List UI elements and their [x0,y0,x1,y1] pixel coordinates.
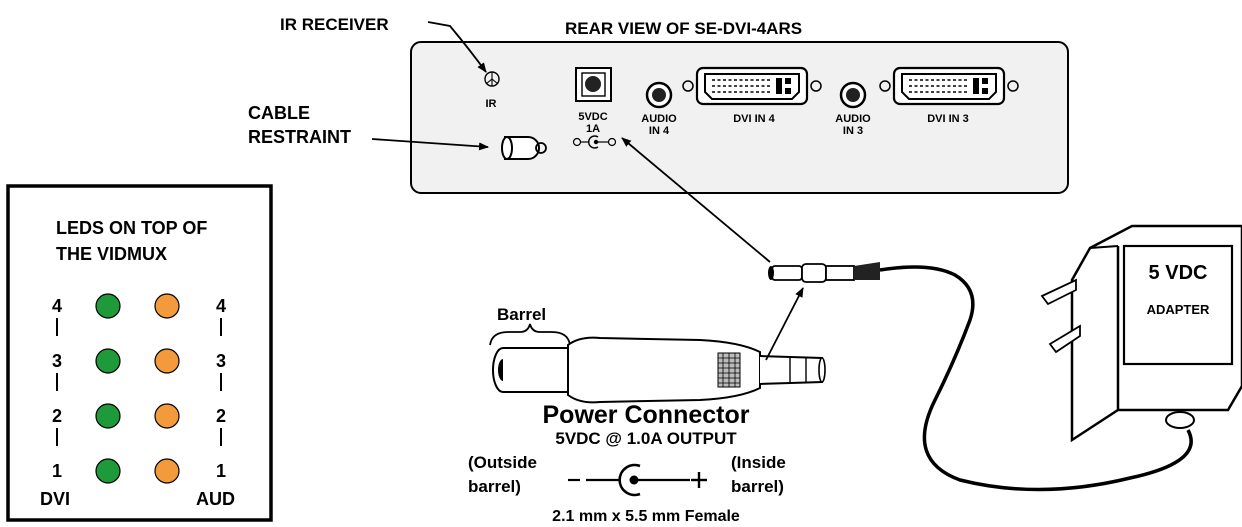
aud-led-3 [154,348,180,374]
cable-restraint-icon [501,136,547,160]
dvi-led-2 [95,403,121,429]
ir-receiver-label: IR RECEIVER [280,15,389,34]
dvi-row-number: 3 [52,351,62,371]
connector-size-label: 2.1 mm x 5.5 mm Female [552,508,740,525]
led-box-title-line2: THE VIDMUX [56,244,167,264]
aud-column-label: AUD [196,489,235,509]
power-adapter-icon [1040,224,1242,443]
aud-row-number: 2 [216,406,226,426]
led-box [6,184,273,522]
dvi-column-label: DVI [40,489,70,509]
audio-in-4-jack-icon [645,81,673,109]
dvi-row-number: 1 [52,461,62,481]
audio-in-3-label-line1: AUDIO [835,113,871,125]
dvi-in-3-port-icon [879,66,1019,106]
cable-restraint-line1: CABLE [248,103,310,123]
dvi-in-4-label: DVI IN 4 [733,113,775,125]
plug-to-jack-arrow [621,137,771,263]
connector-to-plug-arrow [765,287,804,361]
adapter-cord [879,265,1193,492]
audio-in-4-label-line1: AUDIO [641,113,677,125]
audio-in-3-label-line2: IN 3 [843,125,863,137]
barrel-label: Barrel [497,305,546,324]
barrel-bracket [489,323,571,346]
power-jack-label-line2: 1A [586,123,600,135]
aud-row-number: 3 [216,351,226,371]
aud-row-number: 4 [216,296,226,316]
outside-barrel-line1: (Outside [468,453,537,472]
dvi-in-4-port-icon [682,66,822,106]
audio-in-3-jack-icon [839,81,867,109]
led-box-title-line1: LEDS ON TOP OF [56,218,207,238]
aud-led-4 [154,293,180,319]
cord-plug-icon [768,262,880,283]
dvi-row-number: 2 [52,406,62,426]
inside-barrel-line2: barrel) [731,477,784,496]
audio-in-4-label-line2: IN 4 [649,125,670,137]
polarity-small-icon [572,135,617,149]
cable-restraint-arrow [371,138,489,151]
outside-barrel-line2: barrel) [468,477,521,496]
ir-receiver-arrow [427,21,487,73]
power-jack-icon [575,67,612,102]
led-row-2: 2 2 [52,403,226,429]
aud-led-1 [154,458,180,484]
cable-restraint-line2: RESTRAINT [248,127,351,147]
power-jack-label-line1: 5VDC [578,111,607,123]
aud-led-2 [154,403,180,429]
dvi-led-4 [95,293,121,319]
ir-sensor-icon [484,71,500,87]
led-row-1: 1 1 [52,458,226,484]
aud-row-number: 1 [216,461,226,481]
polarity-symbol-icon [568,463,707,497]
ir-label: IR [486,98,497,110]
dvi-led-1 [95,458,121,484]
led-row-3: 3 3 [52,348,226,374]
adapter-voltage-label: 5 VDC [1149,262,1208,284]
dvi-in-3-label: DVI IN 3 [927,113,969,125]
led-row-separators [56,318,222,446]
power-plug-icon [492,336,826,404]
dvi-row-number: 4 [52,296,62,316]
dvi-led-3 [95,348,121,374]
power-connector-subtitle: 5VDC @ 1.0A OUTPUT [555,429,737,448]
adapter-label: ADAPTER [1147,302,1210,317]
inside-barrel-line1: (Inside [731,453,786,472]
power-connector-title: Power Connector [543,401,750,429]
led-row-4: 4 4 [52,293,226,319]
rear-view-title: REAR VIEW OF SE-DVI-4ARS [565,19,802,38]
